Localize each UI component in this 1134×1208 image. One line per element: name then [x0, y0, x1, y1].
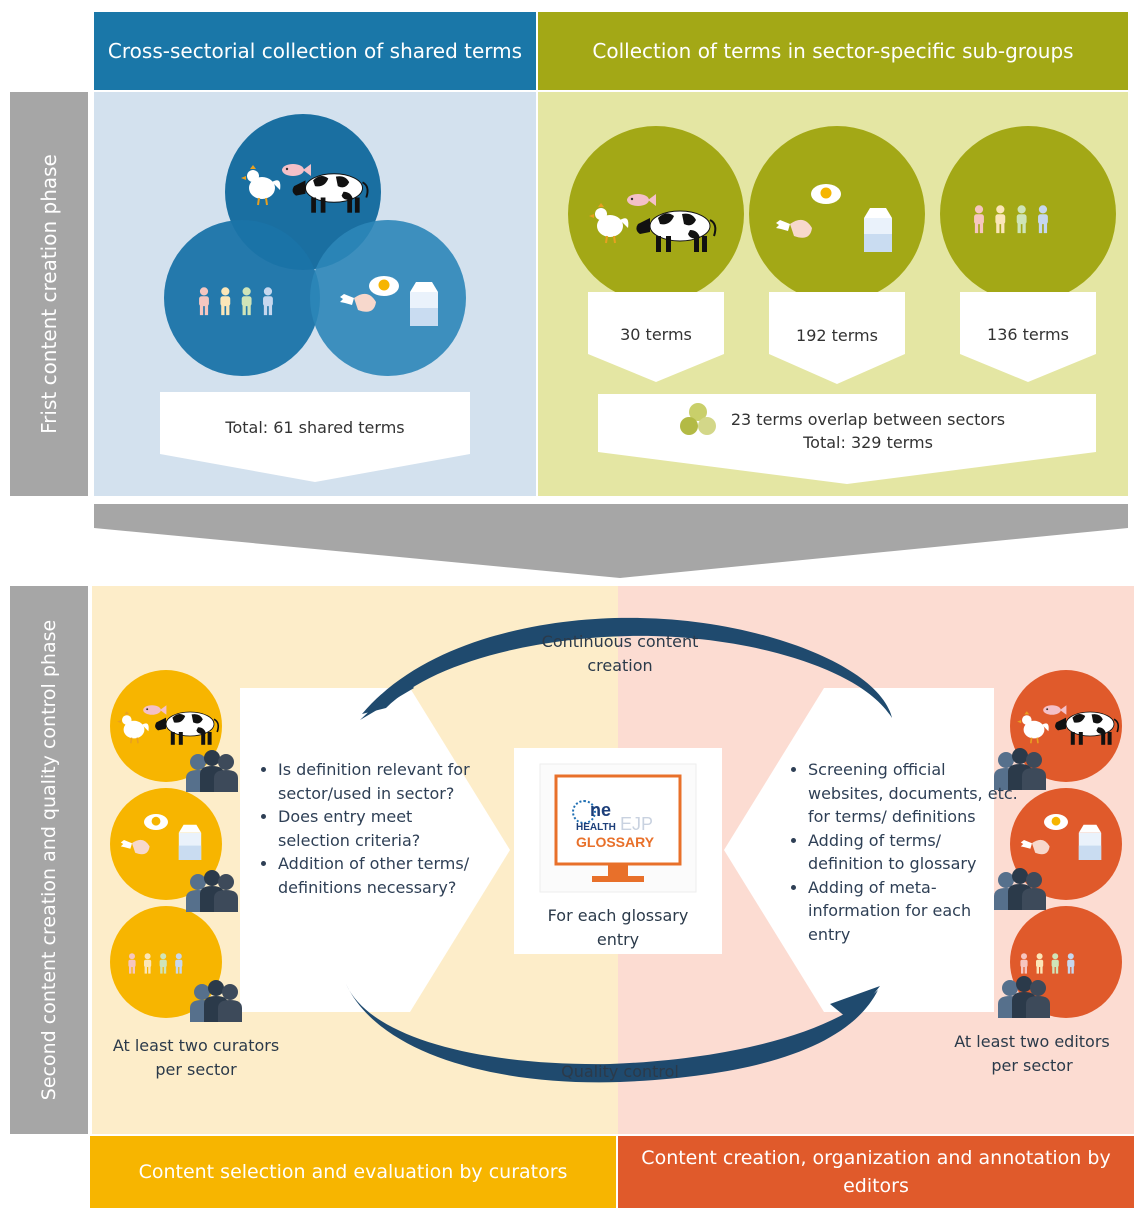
shared-terms-header: Cross-sectorial collection of shared ter… — [94, 12, 536, 90]
sector-circle-people — [940, 126, 1116, 302]
curator-question: Does entry meet selection criteria? — [278, 805, 478, 852]
sector-circles — [568, 126, 1116, 484]
center-caption: For each glossary entry — [547, 906, 689, 949]
curator-question: Addition of other terms/ definitions nec… — [278, 852, 478, 899]
shared-total-label: Total: 61 shared terms — [225, 418, 405, 437]
editor-circle-food — [1010, 788, 1122, 900]
curators-footer-text: Content selection and evaluation by cura… — [138, 1161, 568, 1183]
first-phase-sidebar: Frist content creation phase — [10, 92, 88, 496]
editor-task: Adding of meta-information for each entr… — [808, 876, 1018, 947]
sector-total-label: Total: 329 terms — [803, 433, 933, 452]
cycle-bottom-label: Quality control — [561, 1062, 679, 1081]
cycle-top-label: Continuous content creation — [541, 632, 699, 675]
editors-footer-text: Content creation, organization and annot… — [641, 1147, 1111, 1197]
shared-terms-header-text: Cross-sectorial collection of shared ter… — [107, 39, 523, 63]
sector-food-terms: 192 terms — [796, 326, 878, 345]
curators-note: At least two curators per sector — [112, 1036, 280, 1079]
logo-ejp: EJP — [620, 814, 654, 834]
sector-circle-animals — [568, 126, 744, 302]
logo-glossary: GLOSSARY — [576, 834, 655, 850]
sector-animals-terms: 30 terms — [620, 325, 692, 344]
phase-transition-arrow — [94, 504, 1128, 578]
quality-cycle-graphic — [110, 617, 1122, 1083]
editor-task: Screening official websites, documents, … — [808, 758, 1018, 829]
cycle-arrow-top — [362, 617, 892, 718]
editor-tasks-list: Screening official websites, documents, … — [782, 758, 1018, 946]
curators-footer: Content selection and evaluation by cura… — [90, 1136, 616, 1208]
editor-task: Adding of terms/ definition to glossary — [808, 829, 1018, 876]
editors-note: At least two editors per sector — [954, 1032, 1110, 1075]
second-phase-sidebar: Second content creation and quality cont… — [10, 586, 88, 1134]
sector-terms-header-text: Collection of terms in sector-specific s… — [592, 39, 1074, 63]
editors-footer: Content creation, organization and annot… — [618, 1136, 1134, 1208]
sector-circle-food — [749, 126, 925, 302]
curator-questions-list: Is definition relevant for sector/used i… — [252, 758, 478, 899]
curator-circle-food — [110, 788, 222, 900]
curator-question: Is definition relevant for sector/used i… — [278, 758, 478, 805]
overlap-label: 23 terms overlap between sectors — [730, 410, 1006, 429]
first-phase-label: Frist content creation phase — [37, 154, 61, 434]
logo-health: HEALTH — [576, 822, 616, 833]
venn-circle-food — [310, 220, 466, 376]
glossary-logo: ne HEALTH EJP GLOSSARY — [562, 796, 678, 866]
sector-people-terms: 136 terms — [987, 325, 1069, 344]
logo-one: ne — [590, 800, 612, 820]
shared-venn-diagram — [160, 114, 470, 482]
logo-one-ring-icon — [572, 800, 596, 824]
sector-terms-header: Collection of terms in sector-specific s… — [538, 12, 1128, 90]
